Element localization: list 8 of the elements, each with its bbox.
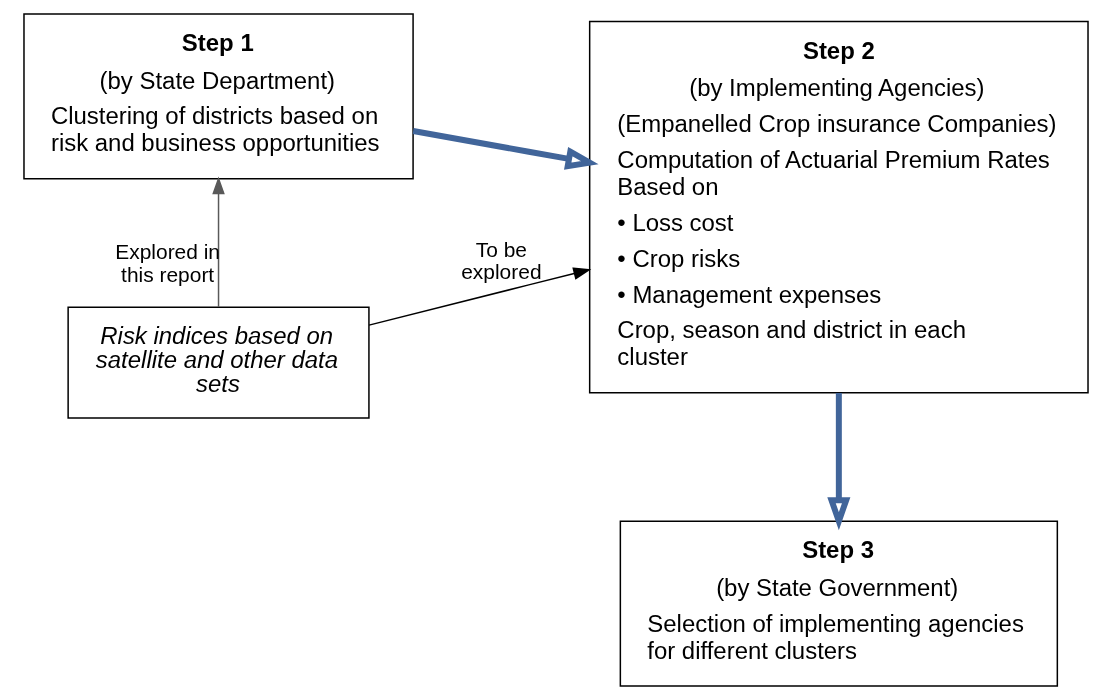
arrow [826,392,850,531]
node-box: Step 3 (by State Government) Selection of implementing agencies for different clusters [619,520,1058,687]
edge-label: To be explored [460,237,542,284]
node-box: Step 1 (by State Department) Clustering of districts based on risk and business opportunities [22,13,414,180]
node-box: Risk indices based on satellite and other data sets [66,306,370,419]
arrow [412,128,599,170]
node-box: Step 2 (by Implementing Agencies) (Empanelled Crop insurance Companies) Computation of Actuarial Premium Rates Based on • Loss cost • Crop risks • Management expenses Crop, season and district in each cluster [588,20,1089,394]
arrow [367,267,591,326]
